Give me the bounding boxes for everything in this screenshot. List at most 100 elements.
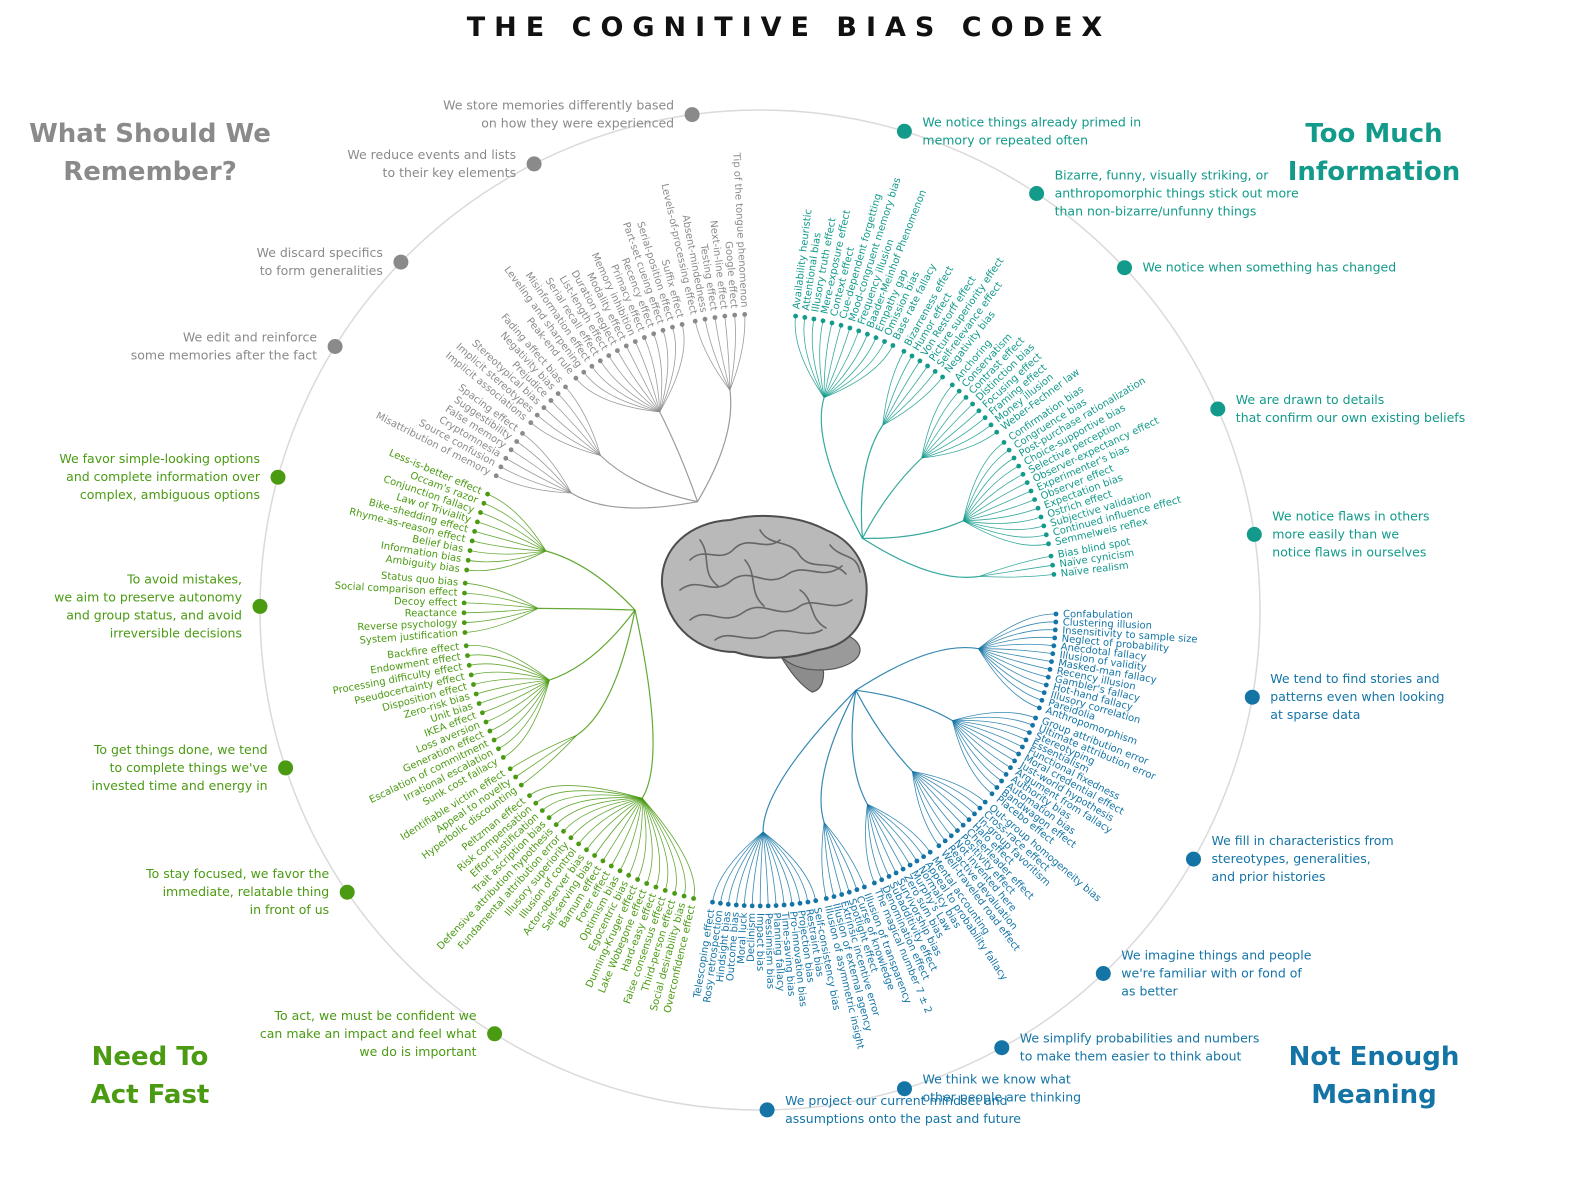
branch-leaf — [751, 831, 764, 906]
branch-leaf — [978, 648, 1043, 701]
branch-trunk — [659, 411, 699, 502]
bias-node-dot — [882, 339, 887, 344]
bias-node-dot — [584, 847, 589, 853]
branch-leaf — [487, 493, 547, 552]
bias-node-dot — [553, 822, 559, 828]
bias-node-dot — [1051, 572, 1057, 577]
category-label-line: We project our current mindset and — [785, 1092, 1008, 1107]
bias-node-dot — [907, 862, 913, 868]
branch-leaf — [912, 771, 981, 809]
category-label-line: To avoid mistakes, — [126, 571, 242, 586]
category-label-line: to make them easier to think about — [1020, 1048, 1242, 1063]
branch-leaf — [464, 602, 539, 609]
category-label-line: to complete things we've — [110, 759, 268, 774]
branch-leaf — [641, 798, 661, 888]
bias-node-dot — [475, 519, 480, 525]
branch-leaf — [978, 648, 1040, 709]
branch-leaf — [963, 499, 1035, 522]
branch-leaf — [978, 648, 1047, 686]
bias-node-dot — [1024, 480, 1030, 485]
branch-trunk — [851, 690, 868, 805]
category-dot — [1244, 689, 1260, 705]
bias-node-dot — [1033, 715, 1038, 721]
category-label-line: complex, ambiguous options — [80, 487, 260, 502]
quadrant-title-line: Act Fast — [90, 1080, 210, 1110]
bias-node-dot — [681, 893, 687, 899]
bias-node-dot — [600, 858, 606, 864]
branch-leaf — [867, 804, 897, 874]
bias-node-dot — [901, 348, 907, 354]
branch-leaf — [483, 502, 547, 552]
branch-leaf — [641, 797, 686, 897]
category-label-line: We notice when something has changed — [1143, 259, 1397, 274]
branch-leaf — [978, 613, 1057, 650]
branch-leaf — [759, 831, 764, 907]
branch-leaf — [952, 719, 1030, 733]
branch-leaf — [515, 734, 577, 778]
bias-node-dot — [513, 774, 518, 780]
bias-node-dot — [507, 766, 513, 772]
bias-node-dot — [909, 353, 915, 359]
bias-node-dot — [1050, 562, 1055, 568]
category-label-line: and prior histories — [1212, 869, 1326, 884]
bias-label-confabulation: Confabulation — [1063, 609, 1133, 621]
branch-leaf — [720, 831, 764, 904]
branch-leaf — [978, 648, 1053, 655]
branch-leaf — [762, 831, 785, 906]
bias-node-dot — [1041, 523, 1047, 529]
branch-leaf — [867, 804, 904, 870]
bias-node-dot — [1011, 455, 1017, 461]
bias-node-dot — [541, 405, 547, 411]
category-dot — [526, 156, 542, 172]
bias-node-dot — [480, 710, 485, 716]
branch-leaf — [952, 716, 1033, 726]
category-label-line: memory or repeated often — [922, 132, 1088, 147]
quadrant-title-line: Information — [1287, 157, 1461, 187]
branch-leaf — [641, 797, 677, 894]
branch-leaf — [493, 679, 550, 741]
category-dot — [759, 1102, 775, 1118]
bias-node-dot — [893, 870, 899, 876]
branch-leaf — [530, 422, 601, 456]
branch-leaf — [641, 797, 695, 899]
category-label-line: immediate, relatable thing — [163, 884, 330, 899]
branch-leaf — [471, 671, 550, 681]
branch-leaf — [464, 608, 539, 624]
branch-leaf — [659, 324, 685, 413]
bias-node-dot — [1053, 619, 1059, 625]
branch-leaf — [535, 790, 643, 804]
category-label-line: to their key elements — [383, 164, 517, 179]
bias-node-dot — [1045, 674, 1051, 680]
bias-node-dot — [927, 849, 933, 855]
bias-node-dot — [462, 580, 468, 586]
bias-node-dot — [994, 785, 1000, 790]
bias-node-dot — [472, 529, 477, 534]
branch-trunk — [861, 457, 923, 539]
bias-node-dot — [632, 339, 638, 344]
category-label-line: We favor simple-looking options — [59, 451, 260, 466]
branch-leaf — [978, 648, 1045, 694]
bias-node-dot — [982, 415, 988, 421]
branch-leaf — [557, 393, 601, 456]
bias-label-clustering-illusion: Clustering illusion — [1063, 617, 1153, 632]
branch-leaf — [543, 407, 601, 456]
bias-node-dot — [988, 422, 994, 428]
category-label-line: We store memories differently based — [443, 97, 674, 112]
bias-node-dot — [1037, 705, 1042, 711]
branch-leaf — [921, 417, 986, 459]
category-label: We notice when something has changed — [1143, 259, 1397, 274]
branch-leaf — [729, 315, 736, 391]
bias-node-dot — [963, 395, 969, 400]
branch-leaf — [867, 803, 931, 853]
bias-label-reactance: Reactance — [405, 608, 457, 619]
branch-leaf — [912, 771, 946, 842]
branch-leaf — [882, 376, 943, 426]
brain-fold — [679, 565, 843, 591]
category-label-line: notice flaws in ourselves — [1272, 544, 1426, 559]
category-label-line: To act, we must be confident we — [273, 1007, 476, 1022]
branch-leaf — [882, 355, 913, 426]
bias-node-dot — [478, 510, 483, 515]
branch-leaf — [867, 803, 924, 857]
branch-leaf — [694, 321, 731, 391]
